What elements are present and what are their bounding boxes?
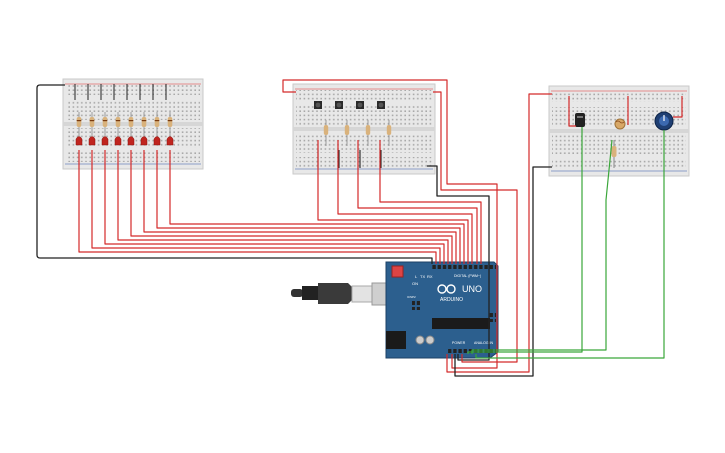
breadboard-buttons[interactable] <box>292 83 436 175</box>
wire-led-6[interactable] <box>143 150 457 264</box>
wire-gnd-middle[interactable] <box>427 165 490 361</box>
potentiometer[interactable] <box>654 111 674 131</box>
rx-label: RX <box>427 274 433 279</box>
resistor <box>128 117 134 127</box>
atmega-chip <box>432 318 490 329</box>
power-label: POWER <box>452 341 466 345</box>
led-5[interactable] <box>126 84 135 146</box>
resistor <box>76 117 82 127</box>
wire-button-2[interactable] <box>337 140 473 264</box>
led-6[interactable] <box>139 84 148 146</box>
digital-label: DIGITAL (PWM~) <box>454 274 481 278</box>
push-button-2[interactable] <box>335 101 350 168</box>
push-button-4[interactable] <box>377 101 392 168</box>
led-7[interactable] <box>152 84 161 146</box>
wire-gnd-right[interactable] <box>454 166 552 377</box>
led-3[interactable] <box>100 84 109 146</box>
wire-led-3[interactable] <box>104 150 445 264</box>
breadboard-sensors[interactable] <box>548 85 690 177</box>
resistor <box>167 117 173 127</box>
wire-5v-extra[interactable] <box>433 91 518 363</box>
resistor <box>89 117 95 127</box>
wire-led-4[interactable] <box>117 150 449 264</box>
arduino-logo <box>437 284 456 294</box>
breadboard-leds[interactable] <box>62 78 204 170</box>
wire-analog-pot[interactable] <box>475 130 665 359</box>
on-label: ON <box>412 281 418 286</box>
icsp-label: ICSP2 <box>407 295 416 299</box>
wire-led-7[interactable] <box>156 150 461 264</box>
wire-5v-right[interactable] <box>446 93 552 373</box>
led-4[interactable] <box>113 84 122 146</box>
wire-led-8[interactable] <box>169 150 465 264</box>
model-label: UNO <box>462 284 482 294</box>
led-2[interactable] <box>87 84 96 146</box>
resistor <box>141 117 147 127</box>
wire-button-1[interactable] <box>317 140 469 264</box>
resistor <box>102 117 108 127</box>
wire-led-1[interactable] <box>78 150 437 264</box>
resistor <box>323 125 329 135</box>
reset-button[interactable] <box>391 265 404 278</box>
wire-5v-middle[interactable] <box>282 79 498 369</box>
resistor <box>154 117 160 127</box>
wire-jumper-temp[interactable] <box>568 96 576 127</box>
wire-gnd-left[interactable] <box>36 84 433 264</box>
power-jack <box>386 331 406 349</box>
wire-jumper-pot[interactable] <box>673 96 683 118</box>
led-8[interactable] <box>165 84 174 146</box>
resistor <box>344 125 350 135</box>
led-row <box>74 84 174 146</box>
wire-analog-ldr[interactable] <box>471 139 613 354</box>
wires[interactable] <box>36 79 683 377</box>
wire-led-5[interactable] <box>130 150 453 264</box>
wire-button-4[interactable] <box>379 140 482 264</box>
usb-cable[interactable] <box>291 282 403 306</box>
wire-button-3[interactable] <box>357 140 478 264</box>
brand-label: ARDUINO <box>440 297 463 303</box>
analog-label: ANALOG IN <box>474 341 494 345</box>
push-button-3[interactable] <box>356 101 371 168</box>
photoresistor[interactable] <box>614 118 626 130</box>
temperature-sensor[interactable] <box>575 113 585 127</box>
wire-analog-temp[interactable] <box>467 127 583 354</box>
arduino-uno-board[interactable]: ARDUINO UNO ON L TX RX DIGITAL (PWM~) PO… <box>291 261 499 359</box>
resistor <box>365 125 371 135</box>
l-label: L <box>415 274 418 279</box>
resistor <box>115 117 121 127</box>
tx-label: TX <box>420 274 425 279</box>
resistor <box>386 125 392 135</box>
resistor[interactable] <box>611 140 617 168</box>
wire-led-2[interactable] <box>91 150 441 264</box>
led-1[interactable] <box>74 84 83 146</box>
